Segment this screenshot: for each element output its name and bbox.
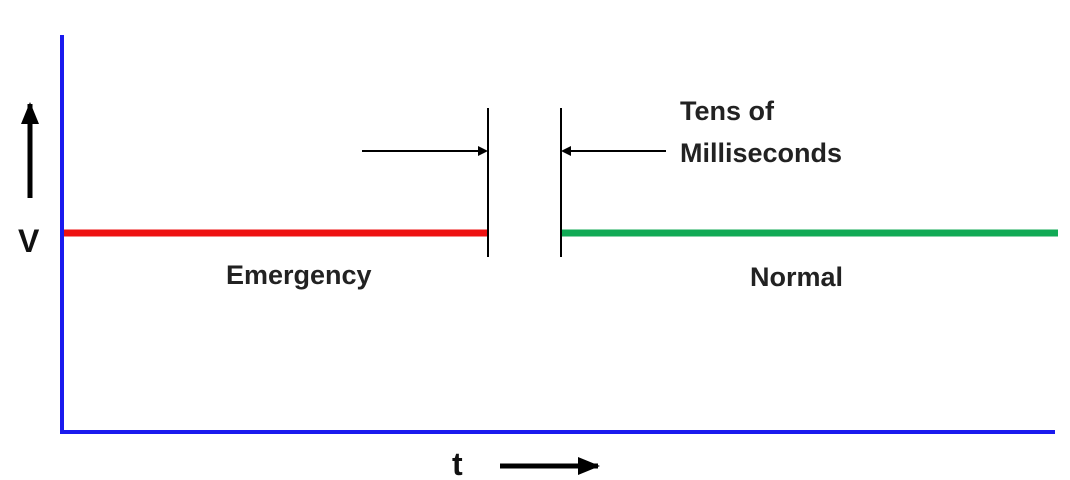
- gap-label-line2: Milliseconds: [680, 138, 842, 168]
- x-axis-label: t: [452, 446, 463, 480]
- gap-label-line1: Tens of: [680, 96, 775, 126]
- y-axis-label: V: [18, 223, 40, 259]
- emergency-label: Emergency: [226, 260, 372, 290]
- normal-label: Normal: [750, 262, 843, 292]
